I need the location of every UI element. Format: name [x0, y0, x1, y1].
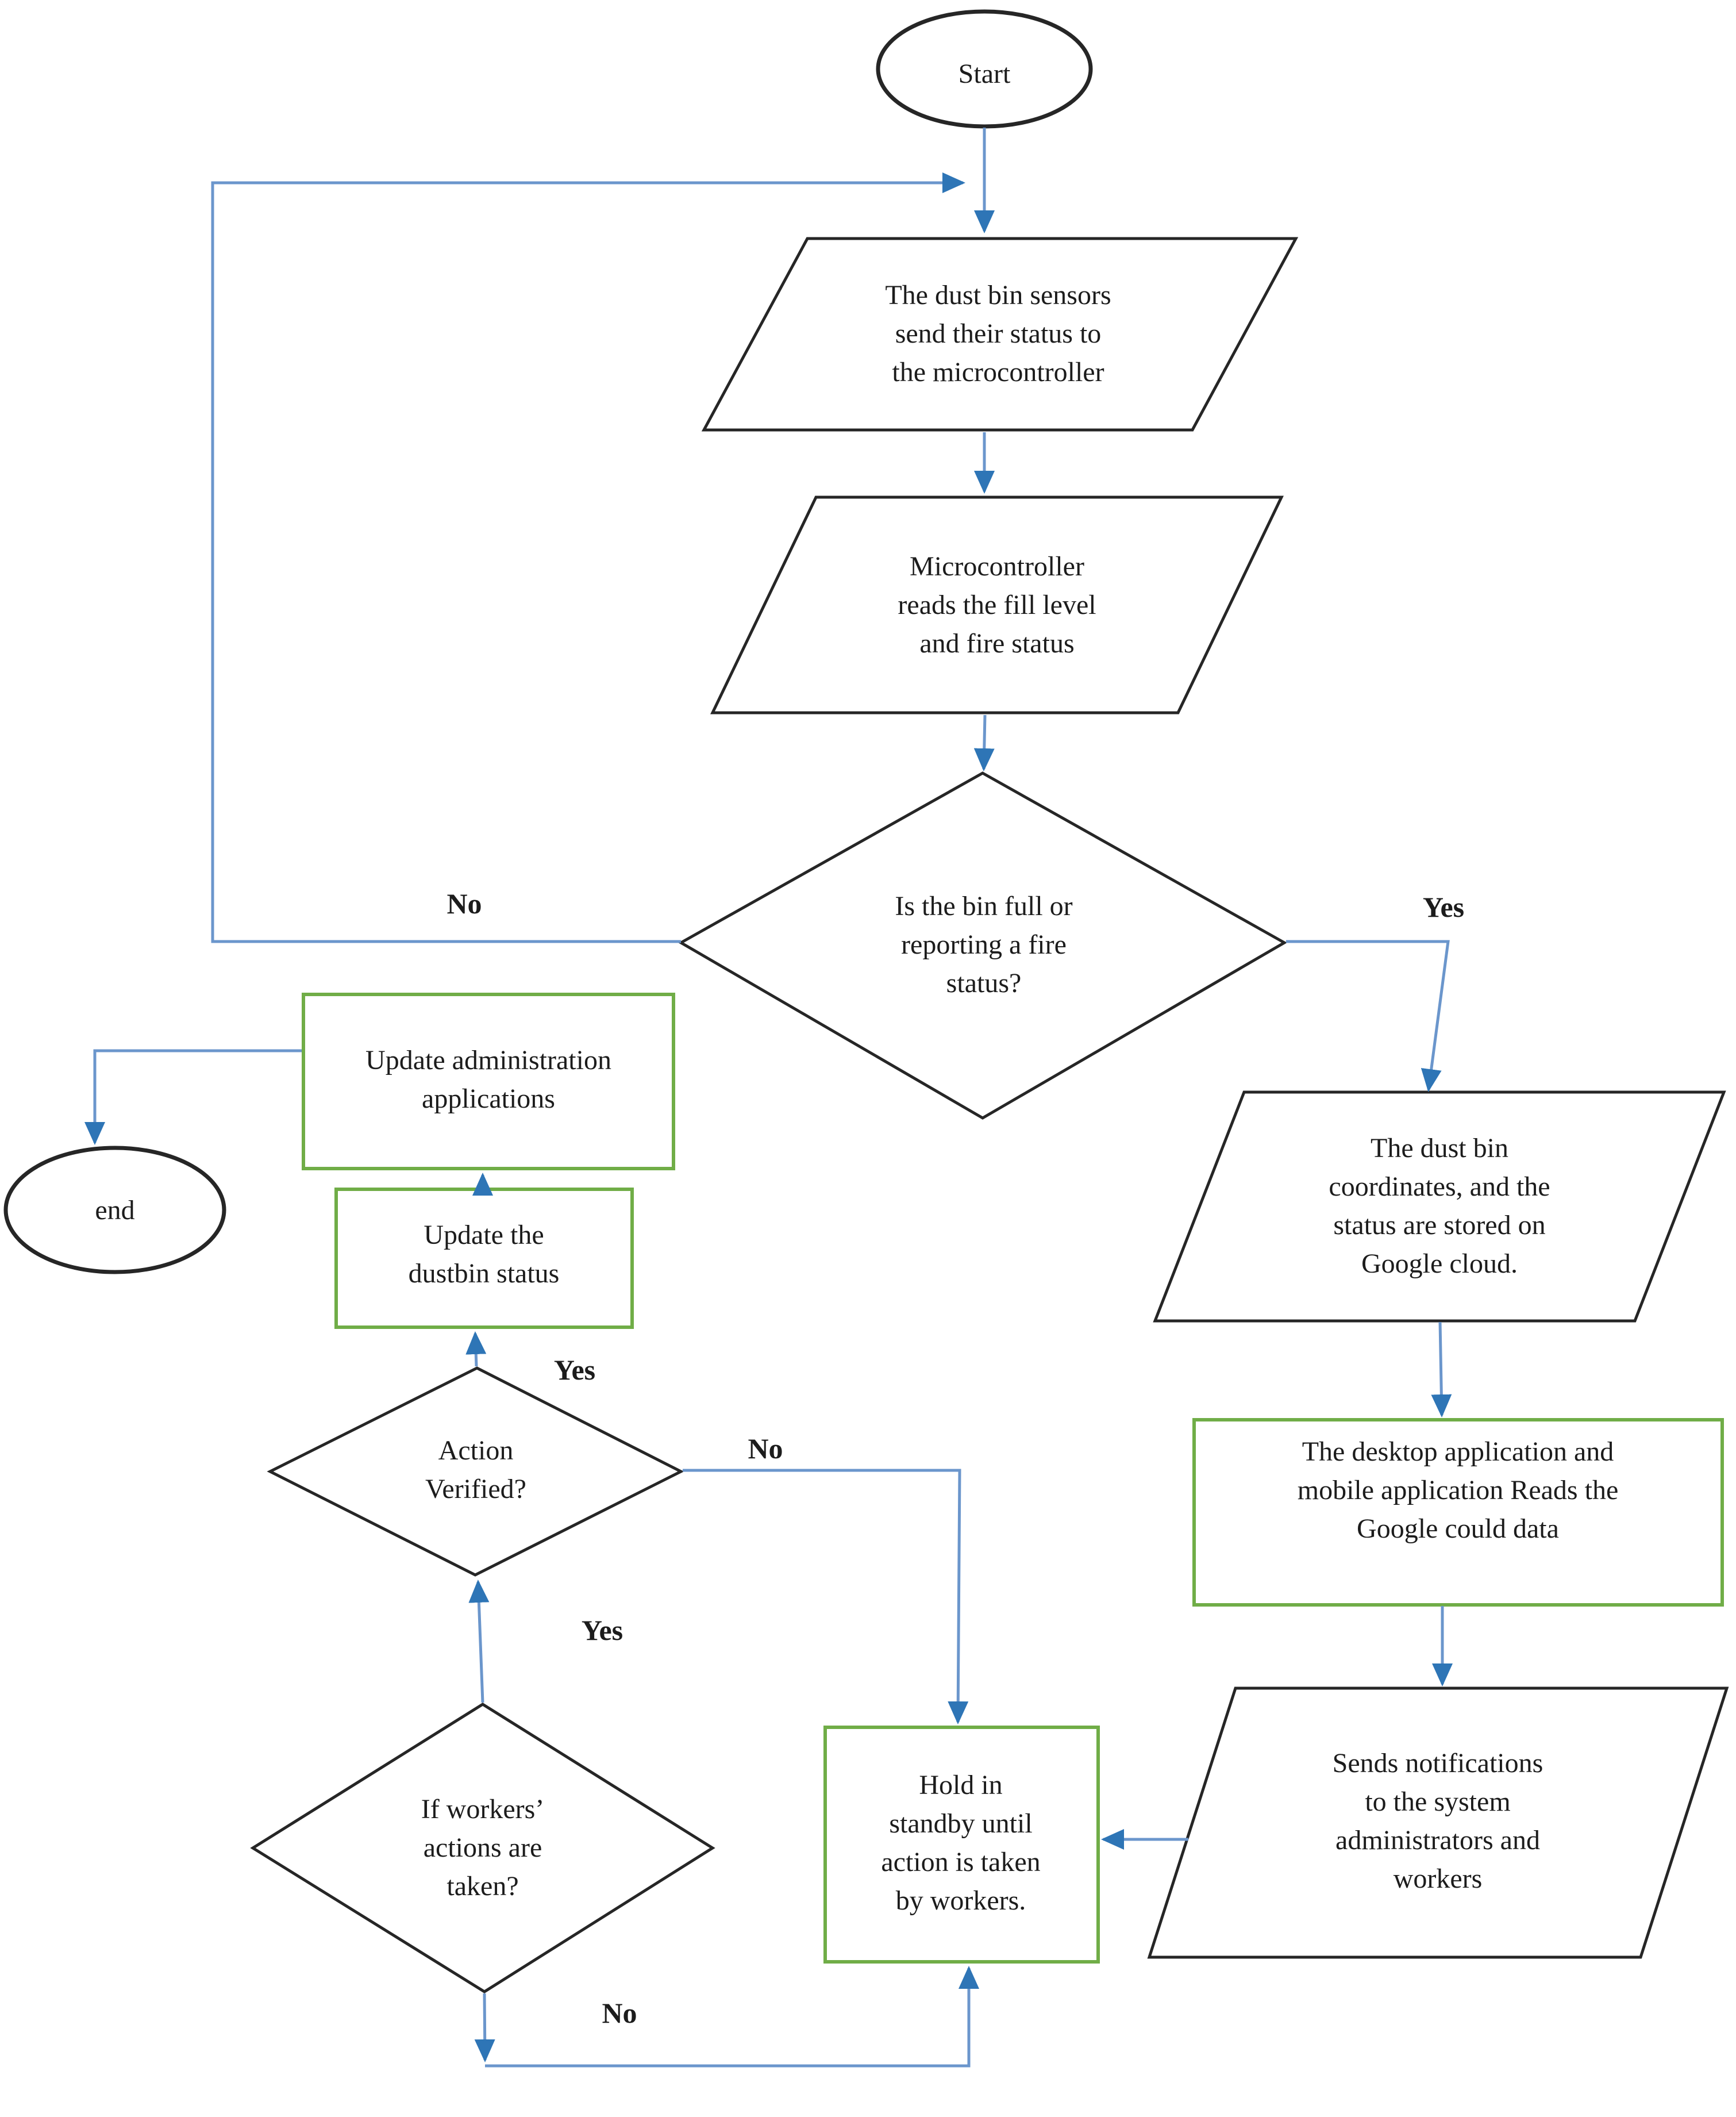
- notifications-label: Sends notifications to the system admini…: [1332, 1748, 1543, 1894]
- edge-workers-no-down: [474, 1993, 495, 2062]
- action-verified-decision-diamond: [267, 1366, 684, 1577]
- workers-actions-decision-diamond: [250, 1703, 715, 1993]
- update-admin-label: Update administration applications: [365, 1045, 611, 1114]
- workers-no-label: No: [602, 1997, 637, 2029]
- sensors-label: The dust bin sensors send their status t…: [885, 280, 1111, 387]
- bin-full-yes-label: Yes: [1422, 891, 1465, 923]
- edge-actionverified-yes-to-updatedustbin: [465, 1331, 487, 1367]
- sensors-io-parallelogram: [701, 237, 1299, 432]
- action-verified-yes-label: Yes: [553, 1354, 596, 1386]
- microcontroller-io-parallelogram: [710, 495, 1284, 714]
- microcontroller-label: Microcontroller reads the fill level and…: [898, 551, 1096, 659]
- hold-standby-process-rect: [823, 1726, 1100, 1964]
- start-label: Start: [958, 59, 1011, 89]
- store-cloud-io-parallelogram: [1153, 1090, 1726, 1323]
- update-admin-process-rect: [302, 993, 675, 1170]
- apps-read-process-rect: [1192, 1418, 1724, 1607]
- end-label: end: [95, 1195, 135, 1225]
- edge-binfull-no-loop-to-top: [211, 172, 965, 943]
- bin-full-no-label: No: [446, 887, 482, 920]
- edge-storecloud-to-appsread: [1431, 1321, 1452, 1417]
- bin-full-decision-diamond: [678, 771, 1288, 1120]
- edge-binfull-yes-to-storecloud: [1286, 940, 1450, 1092]
- end-terminator-shape: [3, 1146, 226, 1274]
- edge-bottom-loop-to-holdstandby: [485, 1966, 979, 2068]
- workers-yes-label: Yes: [581, 1614, 623, 1646]
- update-dustbin-process-rect: [334, 1188, 634, 1329]
- workers-actions-label: If workers’ actions are taken?: [421, 1794, 545, 1901]
- edge-actionverified-no-to-holdstandby: [683, 1469, 969, 1724]
- edge-workers-yes-to-actionverified: [468, 1580, 490, 1703]
- notifications-io-parallelogram: [1147, 1686, 1729, 1959]
- action-verified-label: Action Verified?: [425, 1435, 526, 1504]
- start-terminator-shape: [876, 9, 1093, 129]
- edge-microcontroller-to-binfull: [973, 714, 995, 771]
- apps-read-label: The desktop application and mobile appli…: [1297, 1436, 1619, 1544]
- action-verified-no-label: No: [748, 1432, 783, 1465]
- edge-updateadmin-to-end: [84, 1049, 302, 1145]
- bin-full-decision-label: Is the bin full or reporting a fire stat…: [895, 891, 1073, 998]
- store-cloud-label: The dust bin coordinates, and the status…: [1329, 1133, 1550, 1279]
- update-dustbin-label: Update the dustbin status: [408, 1220, 560, 1289]
- hold-standby-label: Hold in standby until action is taken by…: [881, 1770, 1041, 1916]
